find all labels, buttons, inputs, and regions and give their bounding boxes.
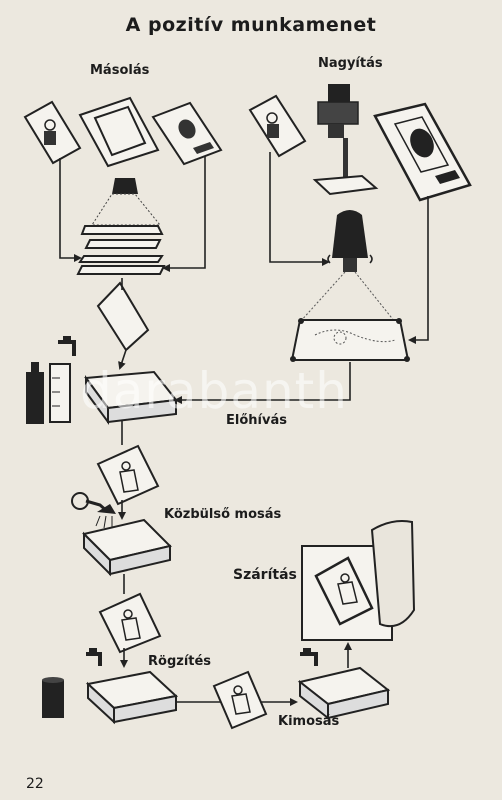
wash-tray	[82, 518, 172, 577]
copy-frame	[78, 96, 160, 168]
label-nagyitas: Nagyítás	[318, 56, 383, 71]
easel-projection	[290, 318, 410, 362]
label-kimosas: Kimosás	[278, 714, 340, 729]
arrow-negative-to-enlarger	[269, 152, 330, 266]
label-masolas: Másolás	[90, 63, 150, 78]
measuring-cylinder	[49, 363, 71, 423]
shower-head	[71, 492, 116, 529]
fixer-tray	[85, 670, 179, 725]
water-tap-rinse	[300, 648, 318, 666]
water-tap-fixer	[86, 648, 102, 666]
developer-tray	[84, 370, 178, 426]
chemical-bottle	[26, 362, 44, 424]
exposed-paper	[96, 281, 150, 352]
negative-card-right	[248, 94, 307, 158]
enlarger	[312, 84, 379, 196]
water-tap-developer	[58, 336, 76, 356]
drying-sheet	[301, 520, 416, 641]
negative-card-left	[23, 100, 82, 165]
arrow-paper-to-tray	[118, 349, 127, 370]
label-rogzites: Rögzítés	[148, 654, 212, 669]
arrow-paper-to-printer	[162, 156, 206, 272]
page-number: 22	[26, 776, 44, 792]
print-figure-3	[212, 670, 268, 730]
label-elohivas: Előhívás	[226, 413, 287, 428]
contact-printer	[76, 178, 166, 275]
rinse-tray	[297, 666, 391, 721]
arrow-paper-to-easel	[408, 196, 429, 344]
label-szaritas: Szárítás	[233, 567, 297, 583]
enlarger-head	[299, 210, 396, 323]
label-kozbulso-mosas: Közbülső mosás	[164, 507, 282, 522]
fixer-jar	[42, 677, 64, 718]
arrow-easel-to-developer	[174, 362, 351, 404]
arrow-negative-to-printer	[59, 158, 82, 262]
page-title: A pozitív munkamenet	[125, 14, 377, 36]
photo-paper-card-left	[151, 101, 223, 166]
print-figure-1	[96, 444, 160, 506]
print-figure-2	[98, 592, 162, 654]
photo-paper-card-right	[373, 102, 472, 202]
